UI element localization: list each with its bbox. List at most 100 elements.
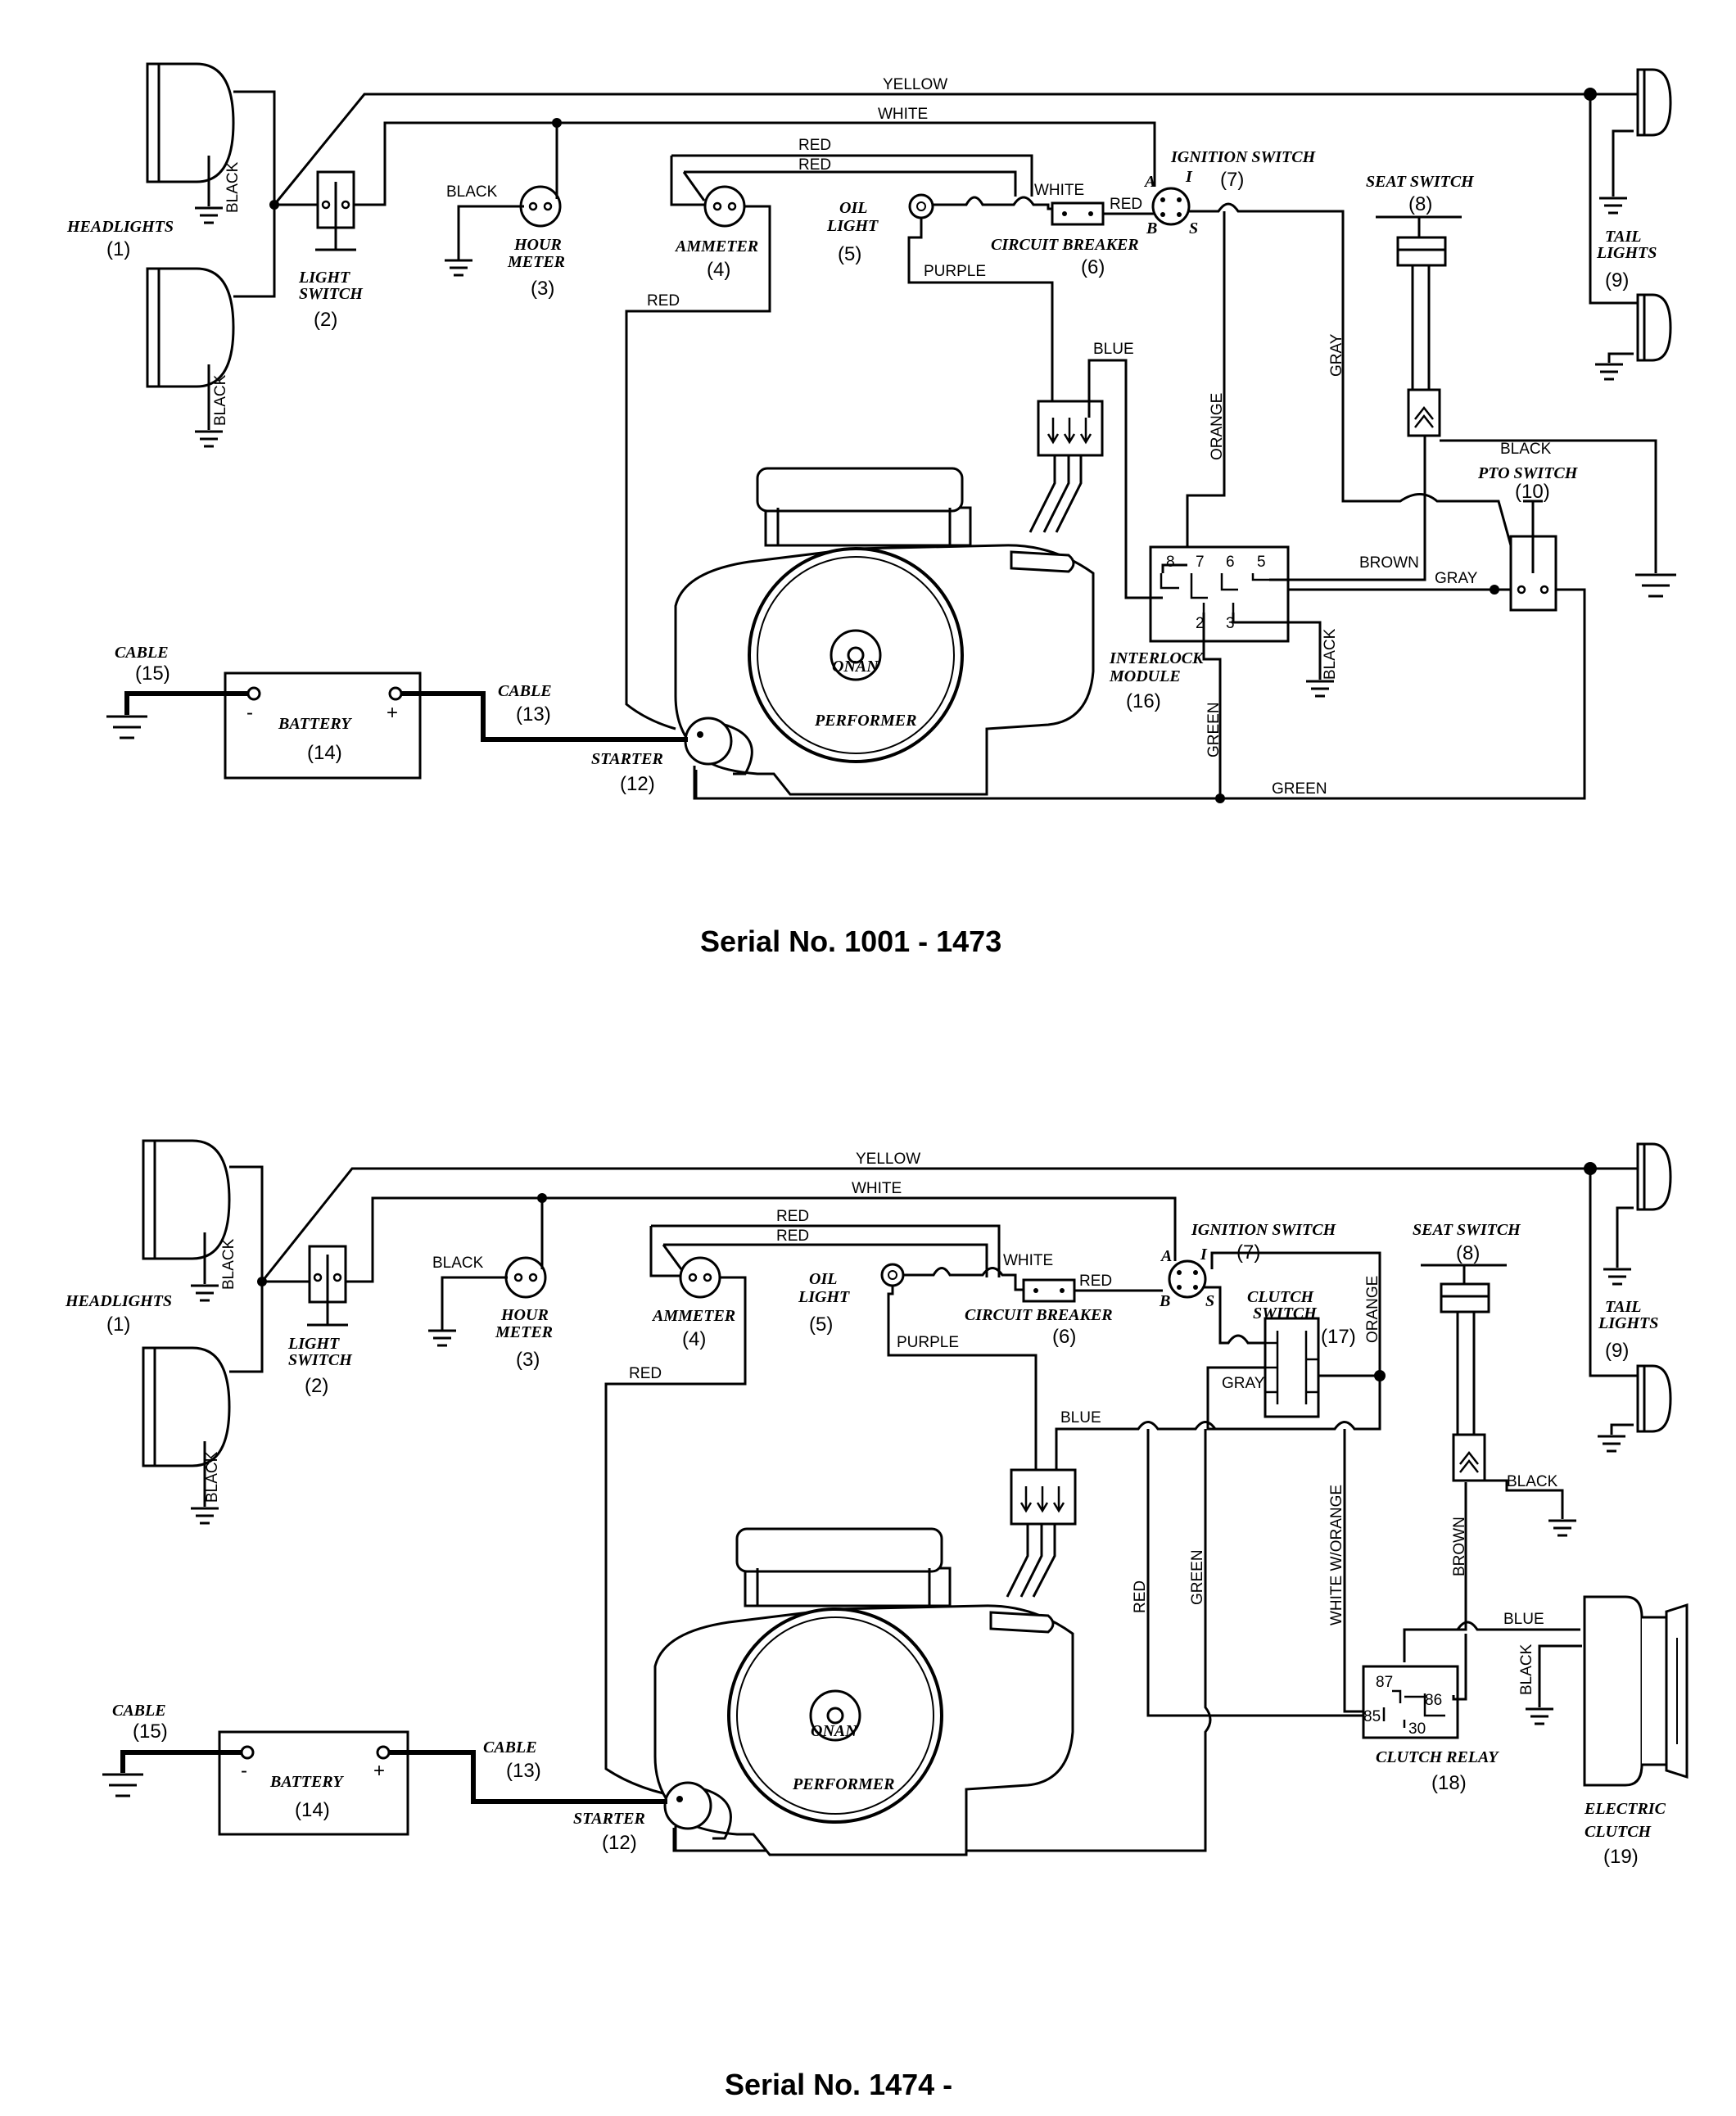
clutch-switch-label: CLUTCH — [1247, 1288, 1315, 1306]
oil-light-label: OIL — [809, 1270, 837, 1288]
ammeter-icon — [703, 185, 746, 228]
engine-label: ONAN — [811, 1722, 858, 1740]
tail-lights-label: TAIL — [1605, 228, 1641, 246]
terminal-label: 3 — [1226, 615, 1235, 632]
hour-meter-label: METER — [507, 253, 565, 271]
tail-lights-label: TAIL — [1605, 1298, 1641, 1316]
ammeter-number: (4) — [682, 1328, 706, 1350]
headlights-number: (1) — [106, 238, 130, 260]
diagram-top: BLACK BLACK HEADLIGHTS (1) YELLOW WHITE … — [66, 62, 1678, 958]
circuit-breaker-icon — [1051, 201, 1105, 226]
ammeter-number: (4) — [707, 259, 730, 281]
cable-number: (15) — [135, 662, 170, 685]
clutch-relay-label: CLUTCH RELAY — [1376, 1748, 1499, 1766]
wire-black-label: BLACK — [1518, 1644, 1535, 1695]
interlock-module-number: (16) — [1126, 690, 1161, 712]
clutch-switch-number: (17) — [1321, 1326, 1356, 1348]
interlock-module-icon — [1149, 545, 1290, 643]
wire-white-label: WHITE — [878, 106, 928, 123]
interlock-module-label: INTERLOCK — [1109, 649, 1205, 667]
cable-label: CABLE — [498, 682, 552, 700]
light-switch-number: (2) — [314, 309, 337, 331]
oil-light-number: (5) — [838, 243, 861, 265]
wire-red-label: RED — [798, 137, 831, 154]
serial-number-title: Serial No. 1001 - 1473 — [700, 925, 1001, 958]
terminal-label: I — [1200, 1246, 1208, 1264]
electric-clutch-icon — [1583, 1595, 1689, 1787]
starter-icon — [684, 717, 733, 766]
clutch-relay-number: (18) — [1431, 1772, 1467, 1794]
wire-black-label: BLACK — [1322, 628, 1339, 680]
cable-label: CABLE — [483, 1738, 537, 1757]
terminal-label: I — [1185, 168, 1193, 186]
headlight-upper-icon — [146, 62, 235, 183]
clutch-relay-icon — [1362, 1665, 1459, 1739]
wire-red-label: RED — [776, 1208, 809, 1225]
interlock-module-label: MODULE — [1109, 667, 1181, 685]
oil-light-label: LIGHT — [798, 1288, 850, 1306]
wire-orange-label: ORANGE — [1364, 1276, 1381, 1343]
wire-label: BLACK — [446, 183, 498, 201]
wire-purple-label: PURPLE — [924, 263, 986, 280]
wire-red-label: RED — [647, 292, 680, 310]
light-switch-number: (2) — [305, 1375, 328, 1397]
pto-switch-label: PTO SWITCH — [1477, 464, 1579, 482]
terminal-label: 30 — [1408, 1720, 1426, 1738]
ammeter-icon — [679, 1256, 721, 1299]
starter-number: (12) — [620, 773, 655, 795]
electric-clutch-number: (19) — [1603, 1846, 1639, 1868]
hour-meter-label: METER — [495, 1323, 553, 1341]
headlights-label: HEADLIGHTS — [66, 218, 174, 236]
terminal-label: 85 — [1363, 1708, 1381, 1725]
terminal-label: + — [373, 1760, 385, 1782]
hour-meter-number: (3) — [531, 278, 554, 300]
seat-switch-number: (8) — [1408, 193, 1432, 215]
starter-label: STARTER — [591, 750, 663, 768]
terminal-label: 2 — [1196, 615, 1205, 632]
terminal-label: A — [1160, 1247, 1172, 1265]
seat-switch-icon — [1440, 1282, 1490, 1313]
tail-light-upper-icon — [1636, 68, 1672, 137]
wire-red-label: RED — [776, 1228, 809, 1245]
oil-light-label: LIGHT — [826, 217, 879, 235]
hour-meter-icon — [519, 185, 562, 228]
tail-lights-number: (9) — [1605, 269, 1629, 292]
oil-light-number: (5) — [809, 1313, 833, 1336]
ignition-switch-label: IGNITION SWITCH — [1191, 1221, 1337, 1239]
wire-brown-label: BROWN — [1451, 1517, 1468, 1576]
tail-lights-label: LIGHTS — [1596, 244, 1657, 262]
terminal-label: 86 — [1425, 1692, 1442, 1709]
hour-meter-icon — [504, 1256, 547, 1299]
wire-label: BLACK — [224, 161, 242, 213]
wire-label: BLACK — [432, 1255, 484, 1272]
headlight-lower-icon — [146, 267, 235, 388]
wire-brown-label: BROWN — [1359, 554, 1419, 572]
cable-label: CABLE — [115, 644, 169, 662]
wire-white-label: WHITE — [1034, 182, 1084, 199]
wire-purple-label: PURPLE — [897, 1334, 959, 1351]
wire-blue-label: BLUE — [1060, 1409, 1101, 1426]
ammeter-label: AMMETER — [651, 1307, 735, 1325]
terminal-label: S — [1205, 1292, 1214, 1310]
wire-red-label: RED — [1079, 1273, 1112, 1290]
wire-black-label: BLACK — [1500, 441, 1552, 458]
headlights-number: (1) — [106, 1313, 130, 1336]
engine-icon — [674, 467, 1095, 796]
wire-label: BLACK — [220, 1238, 237, 1290]
wire-green-label: GREEN — [1189, 1549, 1206, 1605]
battery-label: BATTERY — [269, 1773, 344, 1791]
wire-label: BLACK — [212, 374, 229, 426]
wire-green-label: GREEN — [1205, 702, 1223, 757]
engine-label: PERFORMER — [814, 712, 916, 730]
wire-label: BLACK — [204, 1451, 221, 1503]
hour-meter-label: HOUR — [513, 236, 562, 254]
starter-number: (12) — [602, 1832, 637, 1854]
battery-label: BATTERY — [278, 715, 352, 733]
circuit-breaker-number: (6) — [1052, 1326, 1076, 1348]
terminal-label: A — [1143, 173, 1155, 191]
electric-clutch-label: CLUTCH — [1585, 1823, 1652, 1841]
tail-light-upper-icon — [1636, 1142, 1672, 1211]
battery-number: (14) — [307, 742, 342, 764]
wire-gray-label: GRAY — [1328, 333, 1345, 377]
hour-meter-number: (3) — [516, 1349, 540, 1371]
